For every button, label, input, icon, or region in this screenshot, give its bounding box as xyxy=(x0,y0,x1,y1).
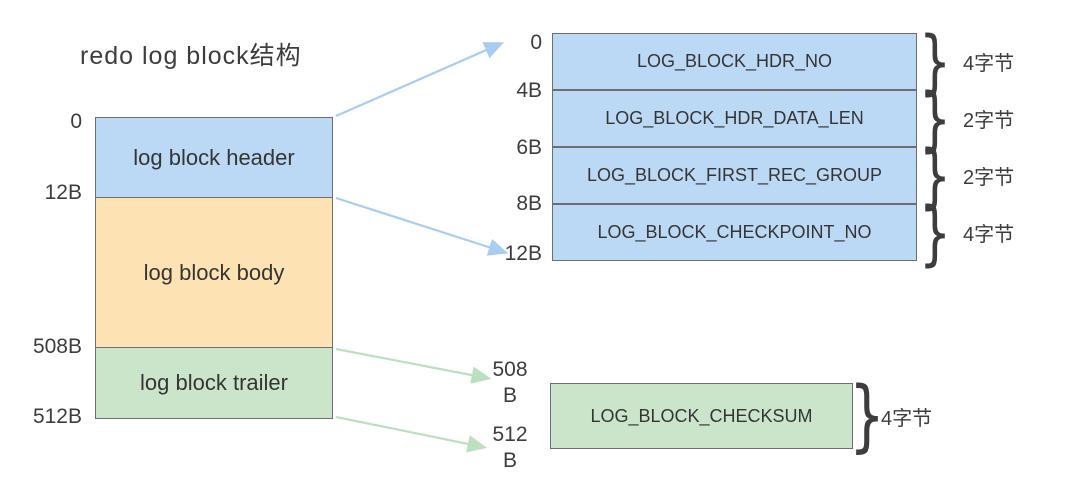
left-segment-trailer: log block trailer xyxy=(95,347,333,419)
size-label-checkpoint-no: 4字节 xyxy=(963,224,1015,246)
left-segment-body: log block body xyxy=(95,197,333,348)
detail-offset-6b: 6B xyxy=(516,136,542,159)
arrow-trailer-bottom-icon xyxy=(335,415,488,453)
header-field-hdr-no: LOG_BLOCK_HDR_NO xyxy=(636,51,833,71)
size-label-first-rec-group: 2字节 xyxy=(963,167,1015,189)
left-segment-header: log block header xyxy=(95,117,333,198)
trailer-detail-row: LOG_BLOCK_CHECKSUM xyxy=(550,383,853,449)
header-detail-row: LOG_BLOCK_FIRST_REC_GROUP xyxy=(552,147,917,204)
left-segment-trailer-label: log block trailer xyxy=(140,370,288,395)
left-segment-body-label: log block body xyxy=(143,259,285,285)
left-offset-508b: 508B xyxy=(32,335,82,358)
brace-glyph: } xyxy=(849,371,885,461)
detail-offset-4b: 4B xyxy=(516,79,542,102)
header-detail-row: LOG_BLOCK_HDR_DATA_LEN xyxy=(552,90,917,147)
trailer-offset-512b: 512B xyxy=(492,423,528,472)
brace-icon: } xyxy=(919,84,951,154)
header-field-hdr-data-len: LOG_BLOCK_HDR_DATA_LEN xyxy=(605,108,864,128)
detail-offset-0: 0 xyxy=(530,31,542,54)
arrow-header-bottom-icon xyxy=(335,196,509,256)
header-field-first-rec-group: LOG_BLOCK_FIRST_REC_GROUP xyxy=(586,165,883,185)
arrow-header-top-icon xyxy=(335,42,505,118)
brace-glyph: } xyxy=(918,134,952,217)
left-offset-12b: 12B xyxy=(44,181,82,204)
left-offset-512b: 512B xyxy=(32,405,82,428)
diagram-title: redo log block结构 xyxy=(80,42,302,70)
header-field-checkpoint-no: LOG_BLOCK_CHECKPOINT_NO xyxy=(597,222,872,242)
brace-icon: } xyxy=(849,377,885,455)
trailer-field-checksum: LOG_BLOCK_CHECKSUM xyxy=(590,405,813,426)
size-label-hdr-data-len: 2字节 xyxy=(963,110,1015,132)
header-detail-row: LOG_BLOCK_HDR_NO xyxy=(552,33,917,90)
left-offset-0: 0 xyxy=(70,110,82,133)
brace-glyph: } xyxy=(918,77,952,160)
size-label-checksum: 4字节 xyxy=(881,407,933,430)
detail-offset-12b: 12B xyxy=(504,242,542,265)
arrow-trailer-top-icon xyxy=(335,347,492,384)
brace-icon: } xyxy=(919,27,951,97)
brace-icon: } xyxy=(919,141,951,211)
size-label-hdr-no: 4字节 xyxy=(963,53,1015,75)
brace-glyph: } xyxy=(918,191,952,274)
detail-offset-8b: 8B xyxy=(516,192,542,215)
left-segment-header-label: log block header xyxy=(133,144,295,170)
trailer-offset-508b: 508B xyxy=(492,358,528,407)
brace-glyph: } xyxy=(918,20,952,103)
header-detail-row: LOG_BLOCK_CHECKPOINT_NO xyxy=(552,204,917,261)
brace-icon: } xyxy=(919,198,951,268)
